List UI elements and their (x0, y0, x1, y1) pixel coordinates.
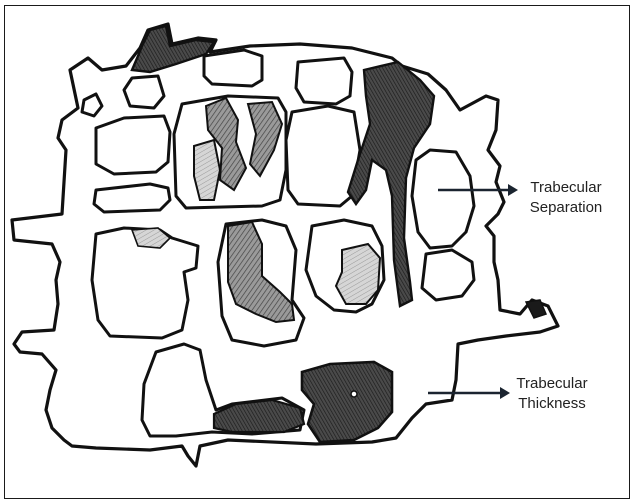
marrow-space (94, 184, 170, 212)
trabecular-thickness-label: Trabecular Thickness (506, 374, 598, 414)
thickness-line2: Thickness (506, 394, 598, 414)
marrow-space (96, 116, 170, 174)
marrow-space (296, 58, 352, 104)
trabecular-separation-label: Trabecular Separation (520, 178, 612, 218)
marrow-space (422, 250, 474, 300)
light-region (336, 244, 380, 304)
marrow-space (412, 150, 474, 248)
marrow-space (124, 76, 164, 108)
light-region (194, 140, 220, 200)
marrow-dot (351, 391, 357, 397)
thickness-line1: Trabecular (506, 374, 598, 394)
separation-line2: Separation (520, 198, 612, 218)
separation-line1: Trabecular (520, 178, 612, 198)
marrow-space (204, 50, 262, 86)
